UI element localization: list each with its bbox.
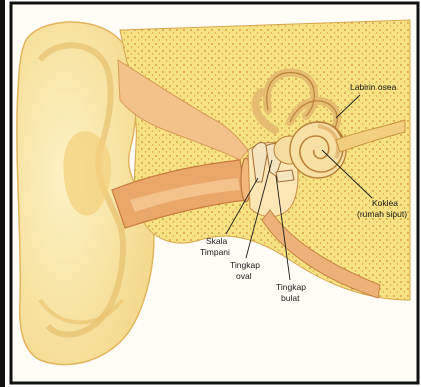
- stapes: [276, 170, 294, 182]
- label-tingkap-oval-line1: Tingkap: [230, 260, 260, 270]
- label-skala-line2: Timpani: [200, 247, 230, 257]
- label-tingkap-bulat-line1: Tingkap: [276, 282, 306, 292]
- label-labirin-osea: Labirin osea: [350, 82, 397, 92]
- label-koklea-line2: (rumah siput): [357, 209, 407, 219]
- label-tingkap-oval-line2: oval: [236, 271, 252, 281]
- cochlea: [290, 122, 346, 178]
- label-tingkap-bulat-line2: bulat: [281, 293, 300, 303]
- label-skala-line1: Skala: [206, 236, 228, 246]
- label-koklea-line1: Koklea: [372, 198, 398, 208]
- left-edge-bar: [0, 0, 5, 387]
